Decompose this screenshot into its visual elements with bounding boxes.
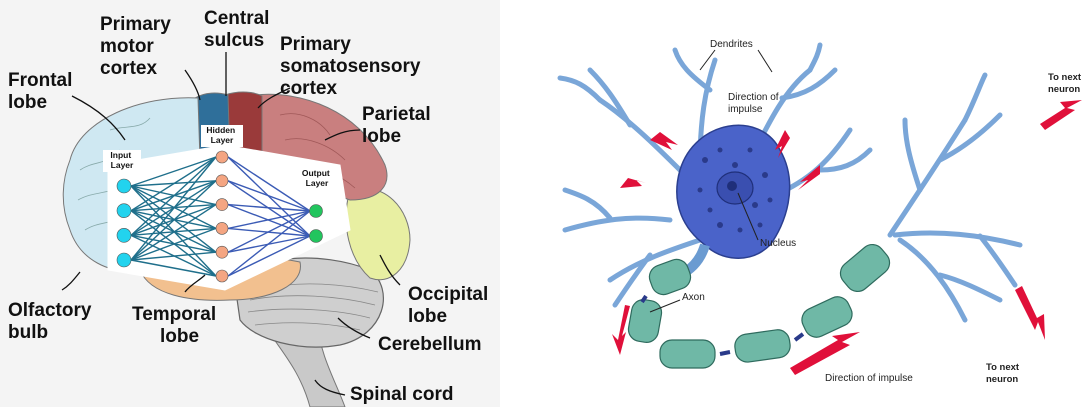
somatosensory-cortex-label: Primary bbox=[280, 34, 351, 55]
primary-motor-cortex-label-3: cortex bbox=[100, 58, 157, 79]
olfactory-bulb-label: Olfactory bbox=[8, 300, 92, 321]
arrow-axon-left bbox=[612, 305, 630, 355]
impulse-arrows bbox=[612, 100, 1082, 375]
svg-text:Frontal lobe: Frontal lobe bbox=[8, 70, 78, 113]
svg-text:Primary somatosensory: Primary somatosensory cortex bbox=[280, 34, 426, 99]
input-node bbox=[117, 204, 131, 218]
brain-diagram: Input Layer Hidden Layer Output Layer Fr… bbox=[0, 0, 500, 407]
svg-text:Parietal lobe: Parietal lobe bbox=[362, 104, 436, 147]
arrow-to-next-top bbox=[1040, 100, 1082, 130]
occipital-lobe-label: Occipital bbox=[408, 284, 488, 305]
output-layer-label-2: Layer bbox=[306, 178, 329, 188]
occipital-lobe-label-2: lobe bbox=[408, 306, 447, 327]
arrow-direction-bottom bbox=[790, 332, 860, 375]
svg-text:To next neuron: To next neuron bbox=[1048, 72, 1084, 95]
parietal-lobe-label-2: lobe bbox=[362, 126, 401, 147]
svg-text:Input Layer: Input Layer bbox=[110, 150, 134, 170]
input-node bbox=[117, 179, 131, 193]
output-node bbox=[310, 230, 323, 243]
somatosensory-cortex-label-2: somatosensory bbox=[280, 56, 421, 77]
central-sulcus-label-2: sulcus bbox=[204, 30, 264, 51]
neuron-illustration: Dendrites Direction of impulse Nucleus A… bbox=[520, 0, 1086, 407]
svg-text:Hidden Layer: Hidden Layer bbox=[206, 125, 237, 145]
brain-illustration: Input Layer Hidden Layer Output Layer Fr… bbox=[0, 0, 500, 407]
output-layer-label: Output bbox=[302, 168, 330, 178]
dendrites-label: Dendrites bbox=[710, 39, 753, 50]
temporal-lobe-label: Temporal bbox=[132, 304, 216, 325]
hidden-node bbox=[216, 175, 228, 187]
direction-bottom-label: Direction of impulse bbox=[825, 373, 913, 384]
myelin-sheath bbox=[627, 240, 895, 368]
to-next-top-label-2: neuron bbox=[1048, 84, 1080, 95]
hidden-node bbox=[216, 222, 228, 234]
svg-text:To next neuron: To next neuron bbox=[986, 362, 1022, 385]
to-next-top-label: To next bbox=[1048, 72, 1082, 83]
central-sulcus-label: Central bbox=[204, 8, 269, 29]
input-node bbox=[117, 253, 131, 267]
hidden-layer-label: Hidden bbox=[206, 125, 235, 135]
frontal-lobe-label: Frontal bbox=[8, 70, 72, 91]
temporal-lobe-label-2: lobe bbox=[160, 326, 199, 347]
hidden-node bbox=[216, 246, 228, 258]
hidden-node bbox=[216, 199, 228, 211]
axon-label: Axon bbox=[682, 292, 705, 303]
output-node bbox=[310, 205, 323, 218]
to-next-bottom-label: To next bbox=[986, 362, 1020, 373]
hidden-node bbox=[216, 151, 228, 163]
input-layer-label-2: Layer bbox=[111, 160, 134, 170]
svg-text:Olfactory bulb: Olfactory bulb bbox=[8, 300, 97, 343]
svg-text:Central sulcus: Central sulcus bbox=[204, 8, 275, 51]
to-next-bottom-label-2: neuron bbox=[986, 374, 1018, 385]
cerebellum-label: Cerebellum bbox=[378, 334, 481, 355]
hidden-layer-label-2: Layer bbox=[211, 135, 234, 145]
direction-top-label-2: impulse bbox=[728, 104, 763, 115]
neuron-diagram: Dendrites Direction of impulse Nucleus A… bbox=[520, 0, 1086, 407]
svg-text:Primary motor cortex: Primary motor cortex bbox=[100, 14, 176, 79]
olfactory-bulb-label-2: bulb bbox=[8, 322, 48, 343]
somatosensory-cortex-label-3: cortex bbox=[280, 78, 337, 99]
input-layer-label: Input bbox=[110, 150, 131, 160]
svg-text:Occipital lobe: Occipital lobe bbox=[408, 284, 494, 327]
frontal-lobe-label-2: lobe bbox=[8, 92, 47, 113]
svg-text:Temporal lobe: Temporal lobe bbox=[132, 304, 221, 347]
primary-motor-cortex-label-2: motor bbox=[100, 36, 154, 57]
direction-top-label: Direction of bbox=[728, 92, 779, 103]
input-node bbox=[117, 228, 131, 242]
hidden-node bbox=[216, 270, 228, 282]
spinal-cord-label: Spinal cord bbox=[350, 384, 453, 405]
axon-terminals bbox=[890, 75, 1020, 320]
primary-motor-cortex-label: Primary bbox=[100, 14, 171, 35]
svg-text:Output Layer: Output Layer bbox=[302, 168, 332, 188]
nucleus-label: Nucleus bbox=[760, 238, 796, 249]
arrow-to-next-bottom bbox=[1015, 286, 1045, 340]
parietal-lobe-label: Parietal bbox=[362, 104, 431, 125]
